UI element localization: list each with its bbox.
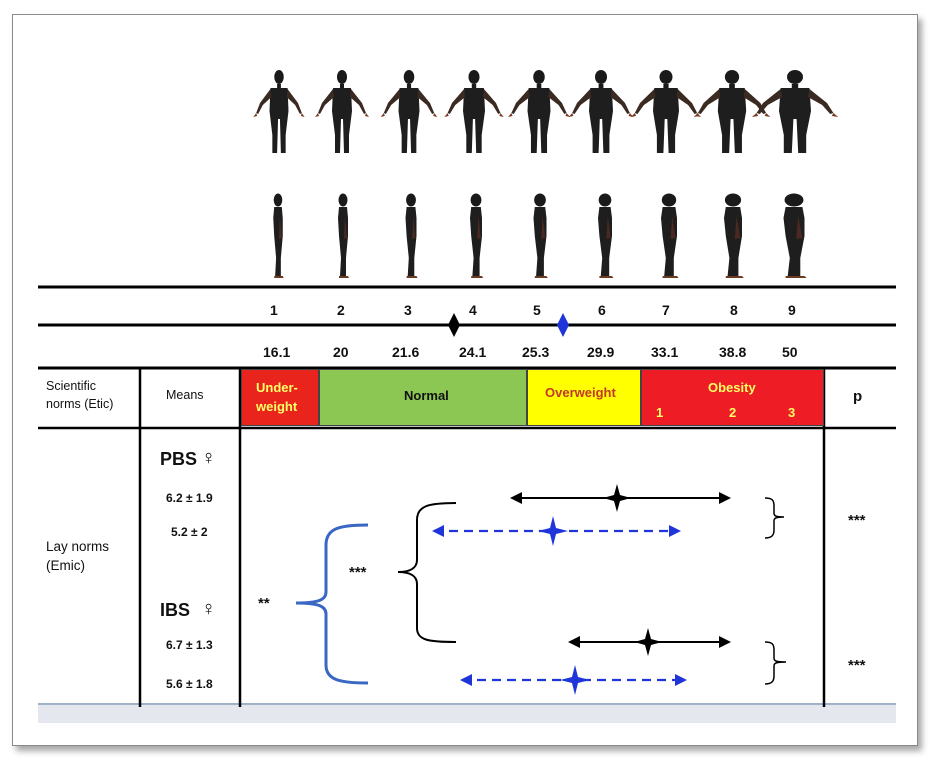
ibs-lay-arrow-left — [568, 636, 580, 648]
row-label-lay-line2: (Emic) — [46, 558, 85, 573]
column-header-p: p — [853, 388, 863, 405]
scale-number-1: 1 — [270, 302, 278, 318]
side-silhouette-7 — [661, 193, 679, 278]
bmi-value-8: 38.8 — [719, 344, 747, 360]
bmi-value-9: 50 — [782, 344, 798, 360]
ibs-lay-arrow-right — [719, 636, 731, 648]
scale-number-4: 4 — [469, 302, 477, 318]
ibs-ideal-mean-marker — [560, 665, 590, 695]
side-silhouette-9 — [783, 193, 807, 278]
front-silhouette-1 — [253, 70, 305, 153]
category-underweight-label-1: Under- — [256, 380, 298, 395]
ibs-p-brace — [764, 641, 787, 685]
ibs-lay-mean-marker — [634, 628, 662, 656]
side-silhouette-1 — [273, 193, 284, 278]
pbs-lay-arrow-right — [719, 492, 731, 504]
row-label-scientific-line1: Scientific — [46, 379, 97, 393]
ibs-mean-1: 6.7 ± 1.3 — [166, 638, 213, 652]
female-symbol-ibs: ♀ — [201, 598, 216, 620]
side-silhouette-3 — [405, 193, 418, 278]
scale-number-7: 7 — [662, 302, 670, 318]
scale-number-6: 6 — [598, 302, 606, 318]
bmi-value-4: 24.1 — [459, 344, 487, 360]
pbs-lay-arrow-left — [510, 492, 522, 504]
front-silhouette-2 — [315, 70, 369, 153]
p-value-pbs: *** — [848, 512, 866, 529]
category-overweight-label: Overweight — [545, 385, 616, 400]
significance-left: ** — [258, 595, 270, 612]
female-symbol-pbs: ♀ — [201, 447, 216, 469]
category-underweight: Under- weight — [241, 369, 319, 426]
category-overweight: Overweight — [527, 369, 641, 426]
scale-number-9: 9 — [788, 302, 796, 318]
bmi-value-2: 20 — [333, 344, 349, 360]
bmi-value-1: 16.1 — [263, 344, 291, 360]
obesity-grade-3: 3 — [788, 405, 796, 420]
side-silhouette-5 — [533, 193, 548, 278]
blue-diamond-marker — [557, 313, 569, 337]
side-silhouette-2 — [338, 193, 349, 278]
bmi-value-3: 21.6 — [392, 344, 420, 360]
row-label-scientific-line2: norms (Etic) — [46, 397, 114, 411]
side-silhouette-6 — [598, 193, 614, 278]
pbs-lay-mean-marker — [603, 484, 631, 512]
black-brace — [397, 502, 457, 643]
bmi-value-5: 25.3 — [522, 344, 550, 360]
ibs-ideal-arrow-left — [460, 674, 472, 686]
black-diamond-marker — [448, 313, 460, 337]
bmi-value-6: 29.9 — [587, 344, 615, 360]
front-silhouette-3 — [380, 70, 438, 153]
category-normal: Normal — [319, 369, 527, 426]
side-silhouette-4 — [470, 193, 484, 278]
obesity-grade-2: 2 — [729, 405, 737, 420]
significance-middle: *** — [349, 564, 367, 581]
obesity-grade-1: 1 — [656, 405, 664, 420]
ibs-mean-2: 5.6 ± 1.8 — [166, 677, 213, 691]
pbs-mean-2: 5.2 ± 2 — [171, 525, 208, 539]
group-label-pbs: PBS — [160, 449, 198, 469]
category-underweight-label-2: weight — [256, 399, 298, 414]
pbs-ideal-arrow-right — [669, 525, 681, 537]
ibs-ideal-arrow-right — [675, 674, 687, 686]
pbs-p-brace — [764, 497, 785, 539]
p-value-ibs: *** — [848, 657, 866, 674]
scale-number-8: 8 — [730, 302, 738, 318]
side-silhouette-8 — [724, 193, 744, 278]
front-silhouette-5 — [507, 70, 571, 153]
bmi-value-7: 33.1 — [651, 344, 679, 360]
front-silhouette-4 — [444, 70, 504, 153]
pbs-mean-1: 6.2 ± 1.9 — [166, 491, 213, 505]
front-silhouette-6 — [568, 70, 634, 153]
row-label-lay-line1: Lay norms — [46, 539, 110, 554]
scale-number-3: 3 — [404, 302, 412, 318]
category-normal-label: Normal — [404, 388, 449, 403]
pbs-ideal-mean-marker — [538, 516, 568, 546]
blue-brace — [295, 523, 369, 685]
category-obesity: Obesity 1 2 3 — [641, 369, 824, 426]
group-label-ibs: IBS — [160, 600, 191, 620]
pbs-ideal-arrow-left — [432, 525, 444, 537]
column-header-means: Means — [166, 388, 204, 402]
scale-number-2: 2 — [337, 302, 345, 318]
category-obesity-label: Obesity — [708, 380, 756, 395]
scale-number-5: 5 — [533, 302, 541, 318]
bottom-band — [38, 703, 896, 723]
front-silhouette-7 — [630, 70, 702, 153]
